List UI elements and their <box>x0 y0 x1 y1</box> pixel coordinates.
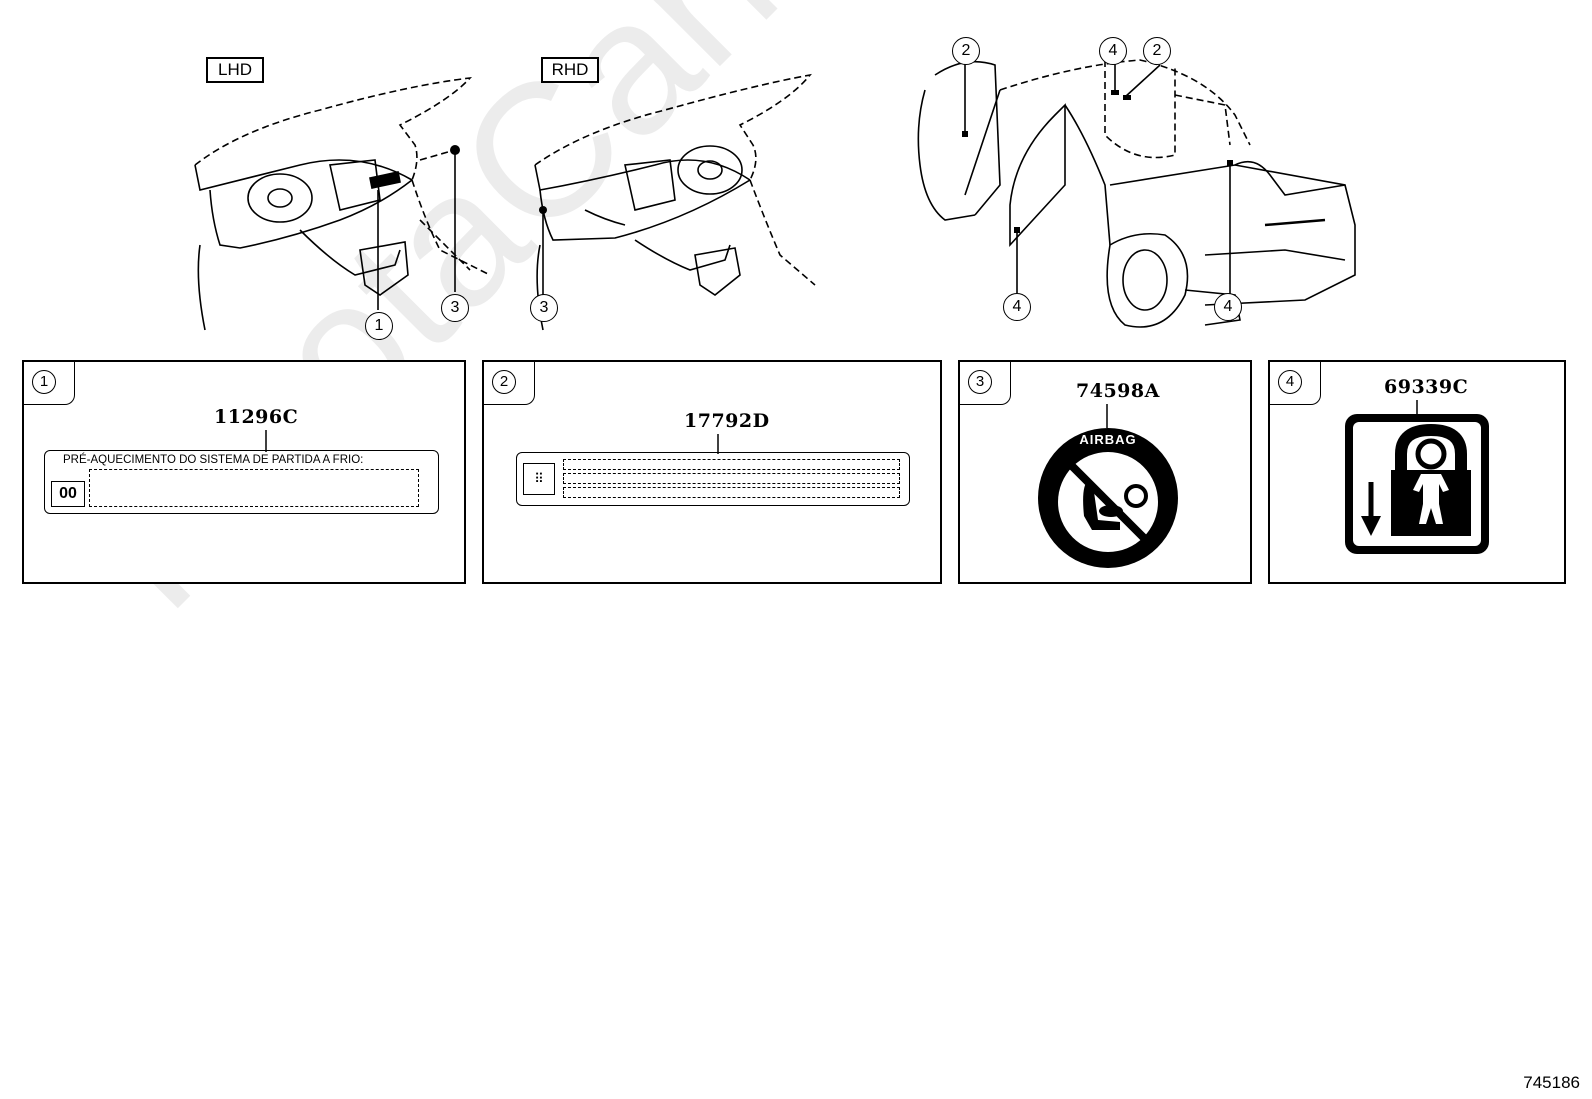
label-11296c: PRÉ-AQUECIMENTO DO SISTEMA DE PARTIDA A … <box>44 450 439 514</box>
part-number: 69339C <box>1384 376 1469 398</box>
dashboard-lhd-illustration <box>194 76 490 331</box>
leader-line <box>1416 400 1418 414</box>
airbag-warning-icon <box>1038 428 1178 568</box>
callout-rhd-3: 3 <box>530 294 558 322</box>
child-lock-icon <box>1345 414 1489 554</box>
label-row <box>563 459 900 470</box>
part-panel-1: 1 11296C PRÉ-AQUECIMENTO DO SISTEMA DE P… <box>22 360 466 584</box>
label-field <box>89 469 419 507</box>
panel-corner <box>24 362 75 405</box>
part-number: 74598A <box>1076 380 1160 402</box>
callout-lhd-1: 1 <box>365 312 393 340</box>
part-number: 17792D <box>684 410 770 432</box>
label-text: PRÉ-AQUECIMENTO DO SISTEMA DE PARTIDA A … <box>63 454 364 466</box>
callout-truck-4b: 4 <box>1003 293 1031 321</box>
tire-icon: ⠿ <box>523 463 555 495</box>
part-panel-3: 3 74598A AIRBAG <box>958 360 1252 584</box>
preheat-badge: 00 <box>51 481 85 507</box>
panel-corner <box>960 362 1011 405</box>
callout-truck-4a: 4 <box>1099 37 1127 65</box>
pickup-truck-illustration <box>917 59 1356 328</box>
callout-truck-2a: 2 <box>952 37 980 65</box>
airbag-badge-text: AIRBAG <box>1079 432 1137 447</box>
label-row <box>563 487 900 498</box>
panel-index: 3 <box>968 370 992 394</box>
leader-line <box>265 430 267 452</box>
lhd-label: LHD <box>206 57 264 83</box>
part-panel-4: 4 69339C <box>1268 360 1566 584</box>
label-17792d: ⠿ <box>516 452 910 506</box>
callout-lhd-3: 3 <box>441 294 469 322</box>
rhd-label: RHD <box>541 57 599 83</box>
panel-index: 4 <box>1278 370 1302 394</box>
leader-line <box>1106 404 1108 428</box>
panel-index: 2 <box>492 370 516 394</box>
panel-corner <box>1270 362 1321 405</box>
panel-corner <box>484 362 535 405</box>
leader-line <box>717 434 719 454</box>
part-panel-2: 2 17792D ⠿ <box>482 360 942 584</box>
reference-number: 745186 <box>1523 1073 1580 1092</box>
callout-truck-2b: 2 <box>1143 37 1171 65</box>
part-number: 11296C <box>214 406 299 428</box>
callout-truck-4c: 4 <box>1214 293 1242 321</box>
label-row <box>563 473 900 484</box>
panel-index: 1 <box>32 370 56 394</box>
dashboard-rhd-illustration <box>534 73 816 331</box>
